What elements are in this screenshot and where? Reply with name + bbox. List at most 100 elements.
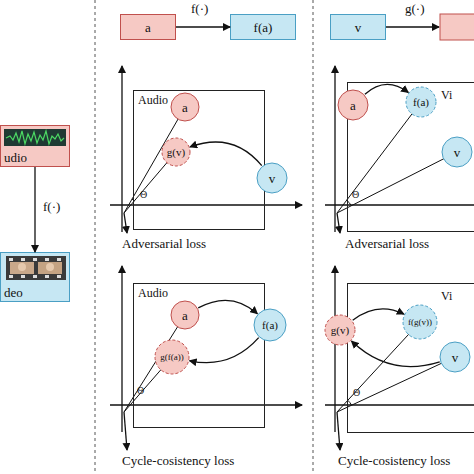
embedding-circle: g(v) <box>161 137 191 167</box>
circle-shape <box>257 163 287 193</box>
circle-shape <box>171 93 199 121</box>
embedding-circle: f(g(v)) <box>402 304 438 340</box>
film-hole <box>21 258 25 261</box>
cropped-box <box>440 14 474 40</box>
film-hole <box>45 258 49 261</box>
loss-label: Adversarial loss <box>345 237 429 250</box>
circle-shape <box>406 87 436 117</box>
y-axis <box>334 266 335 432</box>
circle-shape <box>403 305 437 339</box>
space-heading: Audio <box>138 287 168 299</box>
film-hole <box>57 258 61 261</box>
loss-arrow <box>124 412 127 450</box>
node-text: v <box>452 351 459 364</box>
circle-shape <box>440 342 470 372</box>
symbol-label: Θ <box>137 386 144 396</box>
circle-shape <box>162 138 190 166</box>
audio-waveform <box>6 131 64 144</box>
embedding-circle: g(f(a)) <box>154 339 190 375</box>
mapping-arrow <box>352 341 440 366</box>
embedding-circle: v <box>441 136 473 168</box>
loss-arrow <box>337 213 340 233</box>
face-sketch <box>18 263 26 271</box>
angle-arc <box>348 400 352 405</box>
modality-box: f(a) <box>230 14 296 40</box>
node-text: a <box>182 309 188 322</box>
mapping-arrow <box>190 142 262 166</box>
circle-shape <box>254 309 286 341</box>
film-hole <box>21 275 25 278</box>
loss-label: Cycle-cosistency loss <box>338 454 450 467</box>
film-hole <box>33 258 37 261</box>
circle-shape <box>155 340 189 374</box>
mapping-arrow <box>34 167 35 252</box>
space-heading: Vi <box>441 89 452 101</box>
embedding-circle: v <box>439 341 471 373</box>
symbol-label: g(·) <box>405 2 425 15</box>
function-label: f(·) <box>191 2 208 15</box>
vector-space-frame: Vi f(g(v)) v <box>347 283 474 433</box>
film-hole <box>9 258 13 261</box>
modality-box: udio <box>0 125 70 167</box>
film-strip <box>6 256 66 280</box>
node-text: f(a) <box>413 97 429 108</box>
symbol-label: Θ <box>140 190 147 200</box>
film-hole <box>57 275 61 278</box>
y-axis <box>334 66 335 232</box>
circle-shape <box>338 90 368 120</box>
loss-label: Cycle-cosistency loss <box>122 454 234 467</box>
vector-space-frame: Audio a g(f(a)) <box>133 283 265 428</box>
waveform-background <box>4 129 66 146</box>
node-text: a <box>182 101 188 114</box>
embedding-circle: a <box>170 300 200 330</box>
symbol-label: Θ <box>352 190 359 200</box>
film-hole <box>45 275 49 278</box>
node-text: udio <box>4 151 27 164</box>
node-text: f(a) <box>262 320 278 331</box>
node-text: g(f(a)) <box>160 353 183 362</box>
video-frame <box>10 262 34 274</box>
loss-label: Adversarial loss <box>122 237 206 250</box>
vector-space-frame: Audioag(v) <box>133 90 265 230</box>
node-text: f(g(v)) <box>408 318 432 327</box>
node-text: v <box>269 172 276 185</box>
node-text: a <box>350 99 356 112</box>
x-axis <box>110 404 302 405</box>
vector-ray <box>337 152 457 213</box>
vector-ray <box>337 357 455 412</box>
loss-arrow <box>337 412 340 450</box>
function-label: f(·) <box>43 200 60 213</box>
node-text: deo <box>4 286 23 299</box>
y-axis <box>121 66 122 232</box>
mapping-arrow <box>190 338 259 363</box>
embedding-circle: v <box>256 162 288 194</box>
mapping-arrow <box>176 26 230 27</box>
embedding-circle: f(a) <box>405 86 437 118</box>
circle-shape <box>325 315 355 345</box>
film-hole <box>9 275 13 278</box>
node-text: v <box>355 21 362 34</box>
mapping-arrow <box>198 300 257 313</box>
modality-box: v <box>330 14 386 40</box>
circle-shape <box>442 137 472 167</box>
video-frame <box>38 262 62 274</box>
embedding-circle: g(v) <box>324 314 356 346</box>
mapping-arrow <box>386 26 439 27</box>
separator-line <box>313 0 314 474</box>
circle-shape <box>171 301 199 329</box>
x-axis <box>110 204 302 205</box>
embedding-circle: a <box>170 92 200 122</box>
separator-line <box>95 0 96 474</box>
modality-box: a <box>120 14 176 40</box>
symbol-label: Θ <box>353 388 360 398</box>
mapping-arrow <box>365 84 408 94</box>
space-heading: Vi <box>441 290 452 302</box>
node-text: a <box>145 21 151 34</box>
embedding-circle: a <box>337 89 369 121</box>
node-text: v <box>454 146 461 159</box>
node-text: g(v) <box>167 147 185 158</box>
mapping-arrow <box>353 309 404 320</box>
node-text: g(v) <box>331 325 349 336</box>
embedding-circle: f(a) <box>253 308 287 342</box>
